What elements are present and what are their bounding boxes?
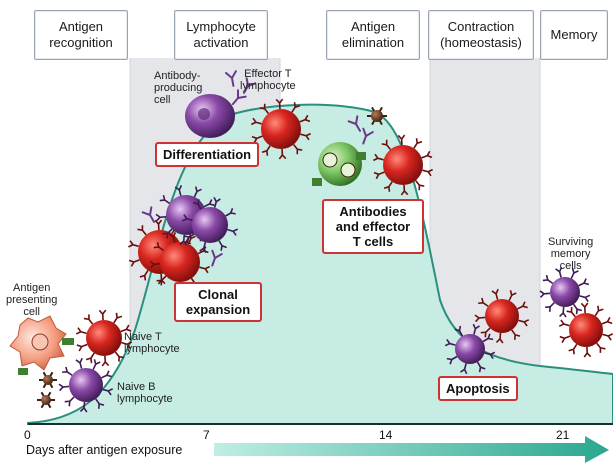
label-antibody-producing-cell: Antibody- producing cell (154, 70, 203, 106)
b-cell-clone (181, 196, 239, 254)
antibody-icon (211, 249, 223, 267)
antibody-icon (231, 89, 247, 106)
phase-label: Lymphocyte activation (186, 19, 256, 50)
phase-label: Contraction (homeostasis) (440, 19, 522, 50)
tick-7: 7 (203, 428, 210, 442)
antigen-icon (39, 371, 57, 389)
time-arrow (214, 436, 609, 463)
tick-21: 21 (556, 428, 570, 442)
label-differentiation: Differentiation (155, 142, 260, 167)
label-naive-t-lymphocyte: Naive T lymphocyte (124, 331, 180, 355)
label-antigen-presenting-cell: Antigen presenting cell (6, 282, 58, 318)
phase-lymphocyte-activation: Lymphocyte activation (174, 10, 268, 60)
phase-contraction: Contraction (homeostasis) (428, 10, 534, 60)
tick-0: 0 (24, 428, 31, 442)
apoptotic-t-cell (474, 288, 530, 344)
antibody-icon (141, 206, 155, 223)
plasma-cell (185, 94, 235, 138)
macrophage (312, 142, 366, 186)
antigen-icon (367, 106, 387, 126)
memory-t-cell (558, 302, 613, 358)
antigen-icon (37, 391, 55, 409)
naive-b-cell (58, 357, 114, 413)
phase-label: Antigen recognition (49, 19, 113, 50)
tick-14: 14 (379, 428, 393, 442)
label-naive-b-lymphocyte: Naive B lymphocyte (117, 381, 173, 405)
label-apoptosis: Apoptosis (438, 376, 518, 401)
antibody-icon (362, 127, 374, 145)
memory-b-cell (539, 266, 591, 318)
x-axis-title: Days after antigen exposure (26, 443, 183, 457)
antibody-icon (225, 70, 237, 87)
phase-antigen-elimination: Antigen elimination (326, 10, 420, 60)
effector-t-cell (373, 134, 433, 196)
naive-t-cell (75, 309, 133, 367)
label-effector-t-lymphocyte: Effector T lymphocyte (240, 68, 296, 92)
label-antibodies-effector: Antibodies and effector T cells (322, 199, 424, 254)
antigen-presenting-cell (9, 315, 74, 375)
antibody-icon (347, 115, 361, 132)
apoptotic-b-cell (444, 323, 496, 375)
phase-antigen-recognition: Antigen recognition (34, 10, 128, 60)
phase-label: Antigen elimination (341, 19, 405, 50)
antibody-icon (243, 77, 257, 94)
label-clonal-expansion: Clonal expansion (174, 282, 262, 322)
phase-label: Memory (550, 27, 598, 42)
effector-t-cell (251, 98, 311, 160)
phase-memory: Memory (540, 10, 608, 60)
label-surviving-memory-cells: Surviving memory cells (548, 236, 594, 272)
